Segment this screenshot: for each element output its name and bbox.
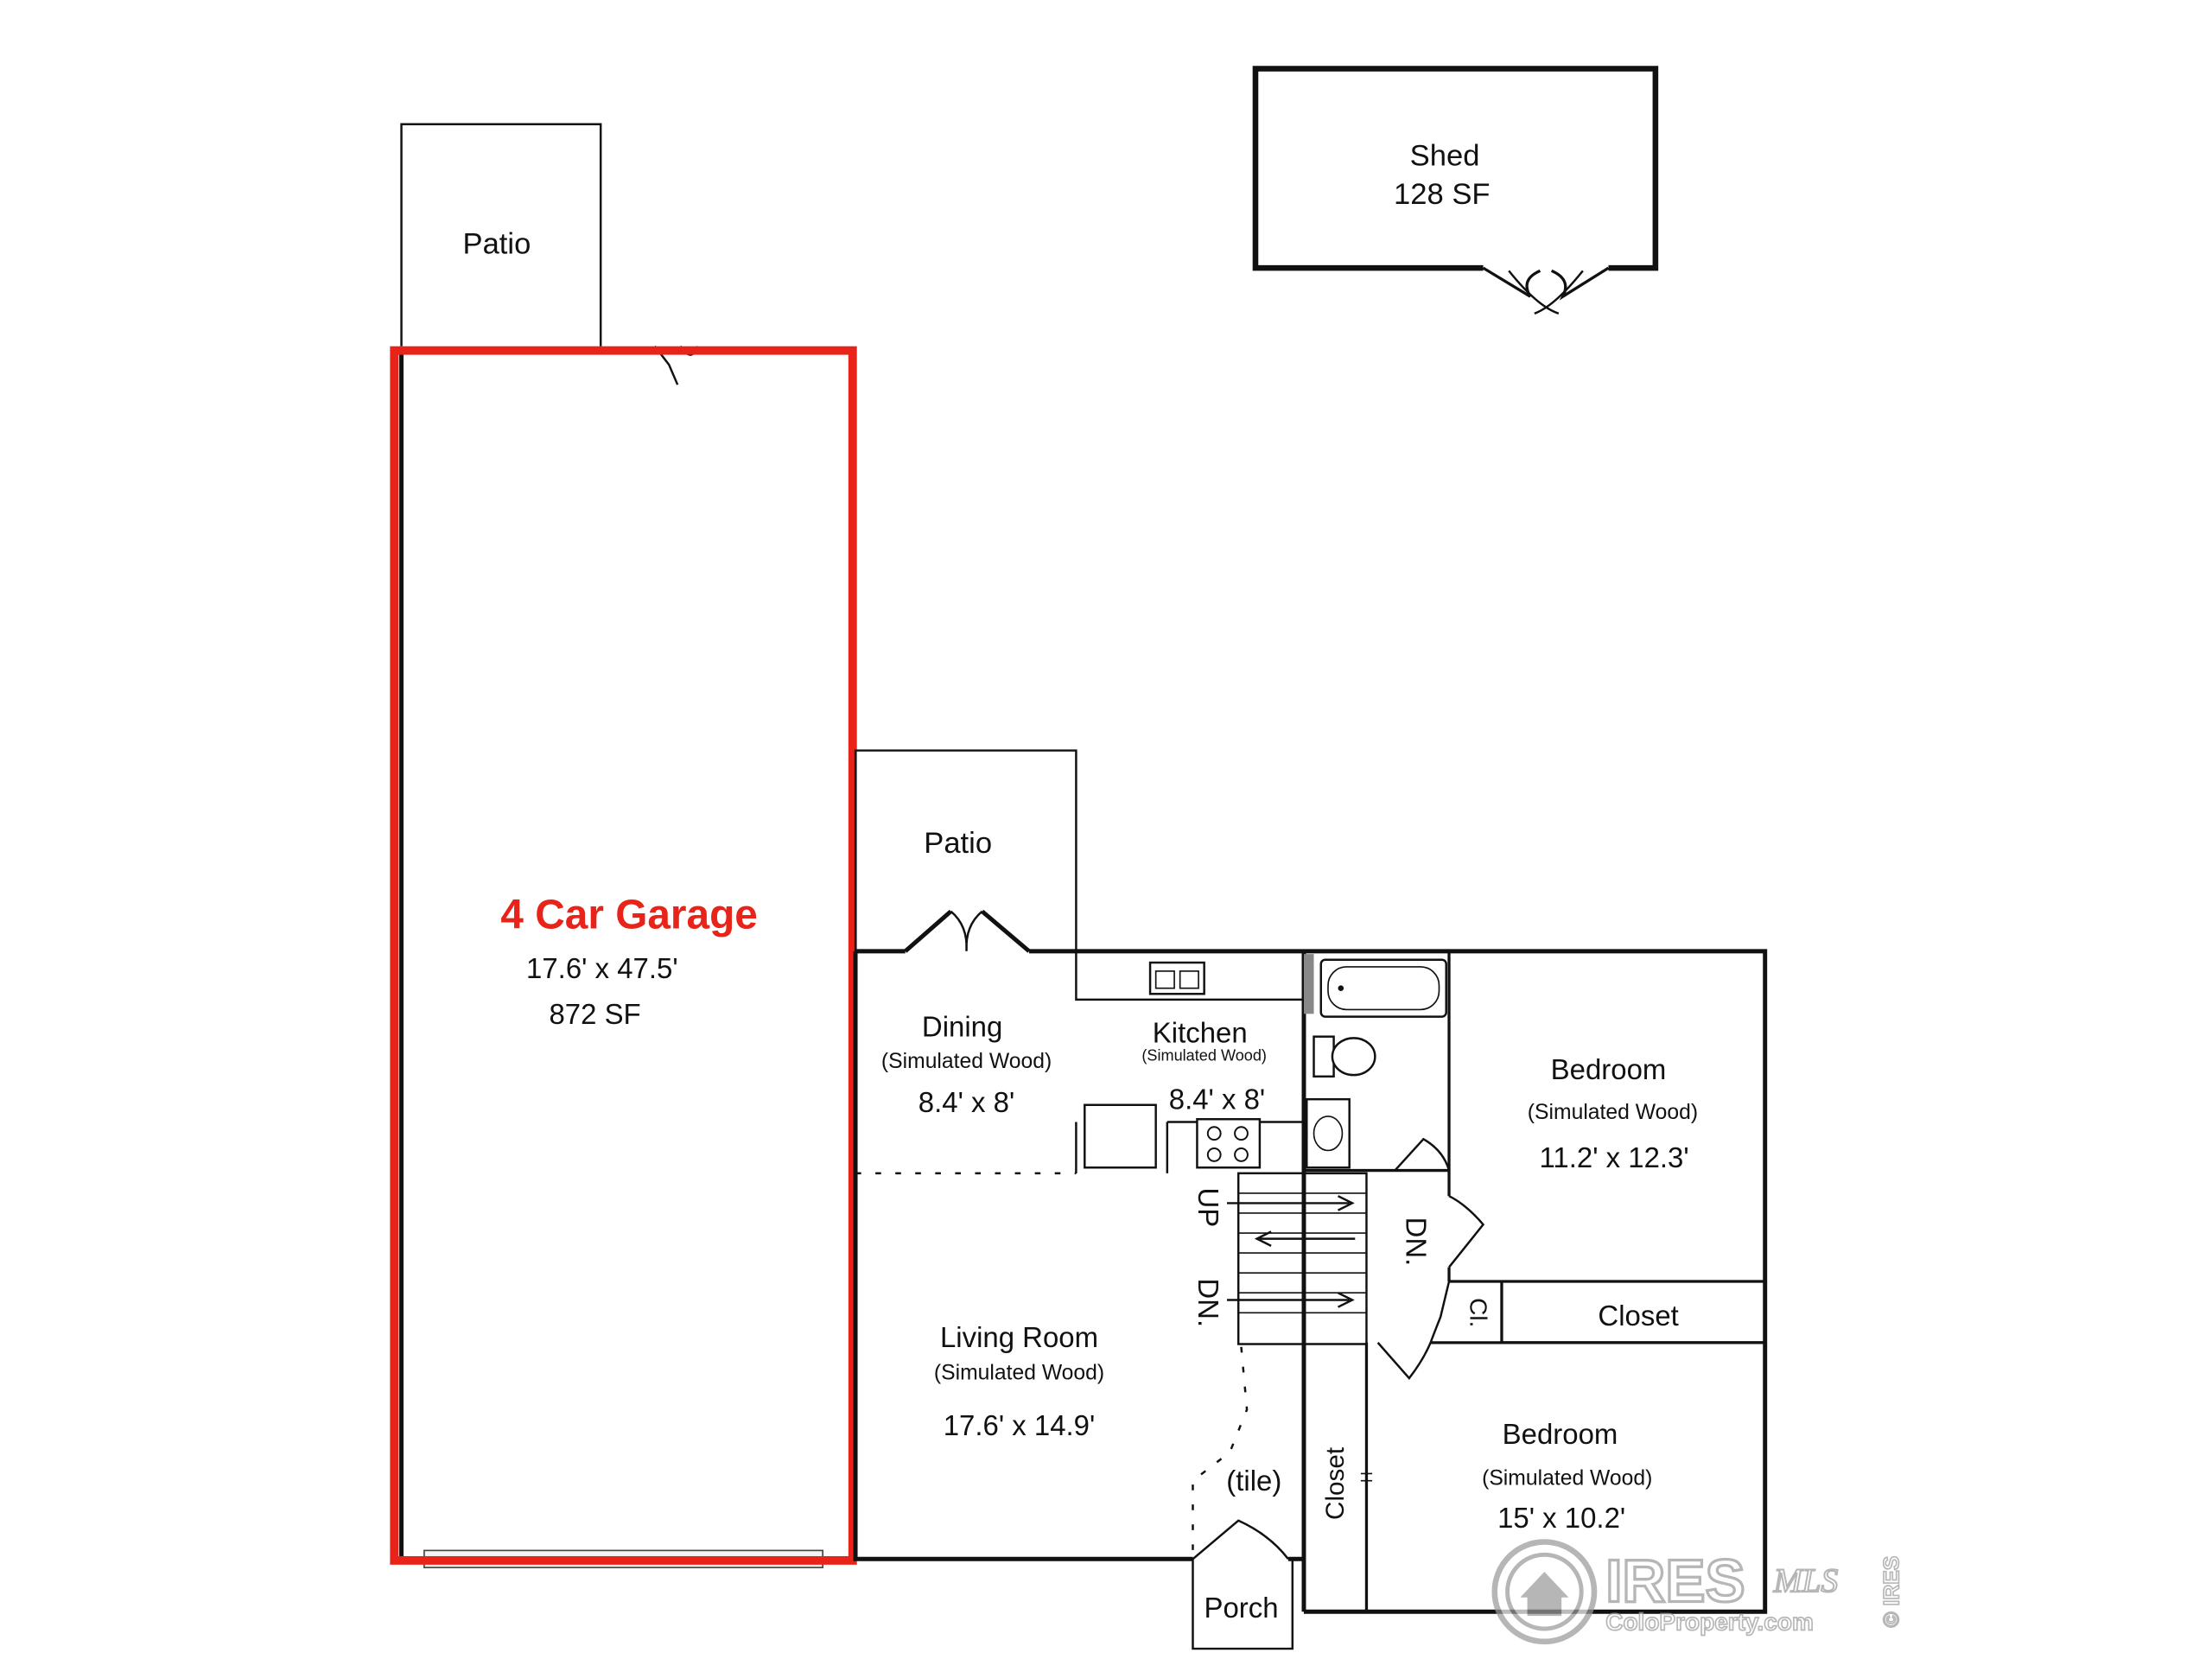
stairs-down-left-label: DN. — [1192, 1278, 1224, 1327]
bedroom-2-floor: (Simulated Wood) — [1482, 1467, 1652, 1491]
closet-small-label: Cl. — [1465, 1298, 1492, 1327]
bedroom-1: Bedroom (Simulated Wood) 11.2' x 12.3' — [1528, 1053, 1698, 1173]
stairs-down-right-label: DN. — [1401, 1217, 1433, 1267]
garage: 4 Car Garage 17.6' x 47.5' 872 SF — [390, 346, 857, 1568]
bedroom-2-dims: 15' x 10.2' — [1497, 1502, 1625, 1534]
living-dims: 17.6' x 14.9' — [944, 1409, 1096, 1441]
dining: Dining (Simulated Wood) 8.4' x 8' — [855, 1011, 1077, 1175]
stove-icon — [1196, 1118, 1262, 1169]
ires-brand: IRES — [1605, 1548, 1745, 1615]
patio-north: Patio — [400, 123, 699, 385]
ires-site: ColoProperty.com — [1605, 1609, 1814, 1636]
closet-right: Closet — [1598, 1300, 1678, 1332]
closet-right-label: Closet — [1598, 1300, 1678, 1332]
toilet-icon — [1313, 1035, 1376, 1078]
sink-vanity-icon — [1306, 1097, 1351, 1169]
living-floor: (Simulated Wood) — [934, 1362, 1104, 1385]
kitchen-floor: (Simulated Wood) — [1141, 1047, 1267, 1065]
bathtub-icon — [1319, 958, 1447, 1018]
sink-icon — [1148, 961, 1205, 995]
porch-label: Porch — [1204, 1592, 1278, 1624]
living-label: Living Room — [940, 1321, 1098, 1353]
dining-floor: (Simulated Wood) — [881, 1050, 1052, 1073]
living-room: Living Room (Simulated Wood) 17.6' x 14.… — [934, 1321, 1281, 1560]
kitchen: Kitchen (Simulated Wood) 8.4' x 8' — [1075, 950, 1304, 1173]
bathroom — [1303, 954, 1447, 1169]
bedroom-2-label: Bedroom — [1503, 1418, 1618, 1450]
garage-dims: 17.6' x 47.5' — [526, 952, 678, 984]
shed: Shed 128 SF — [1252, 66, 1659, 315]
closet-vertical: Closet — [1321, 1446, 1350, 1520]
patio-mid: Patio — [854, 749, 1077, 951]
patio-north-label: Patio — [463, 228, 531, 261]
closet-small: Cl. — [1465, 1298, 1492, 1327]
garage-title: 4 Car Garage — [500, 892, 757, 938]
dining-dims: 8.4' x 8' — [918, 1086, 1014, 1118]
bedroom-1-label: Bedroom — [1551, 1053, 1667, 1085]
patio-door — [904, 909, 1031, 953]
tile-label: (tile) — [1226, 1465, 1281, 1497]
kitchen-label: Kitchen — [1153, 1016, 1248, 1048]
porch: Porch — [1192, 1559, 1294, 1650]
kitchen-dims: 8.4' x 8' — [1169, 1084, 1265, 1116]
bedroom-1-floor: (Simulated Wood) — [1528, 1101, 1698, 1124]
closet-vertical-label: Closet — [1321, 1446, 1350, 1520]
ires-watermark: IRES MLS ColoProperty.com © IRES — [1491, 1539, 1904, 1645]
stairs: UP DN. DN. — [1192, 1172, 1433, 1345]
stairs-up-label: UP — [1192, 1187, 1224, 1227]
garage-highlight — [390, 346, 857, 1565]
dining-label: Dining — [922, 1011, 1002, 1043]
bedroom-1-dims: 11.2' x 12.3' — [1540, 1141, 1689, 1173]
shed-label: Shed — [1410, 140, 1480, 173]
refrigerator-icon — [1084, 1103, 1157, 1169]
ires-mls: MLS — [1773, 1561, 1839, 1599]
garage-area: 872 SF — [549, 998, 640, 1030]
shed-area: 128 SF — [1394, 178, 1490, 211]
patio-mid-label: Patio — [924, 827, 992, 860]
interior-doors — [1192, 1137, 1485, 1560]
ires-side-text: © IRES — [1881, 1556, 1904, 1628]
bedroom-2: Bedroom (Simulated Wood) 15' x 10.2' — [1482, 1418, 1652, 1534]
